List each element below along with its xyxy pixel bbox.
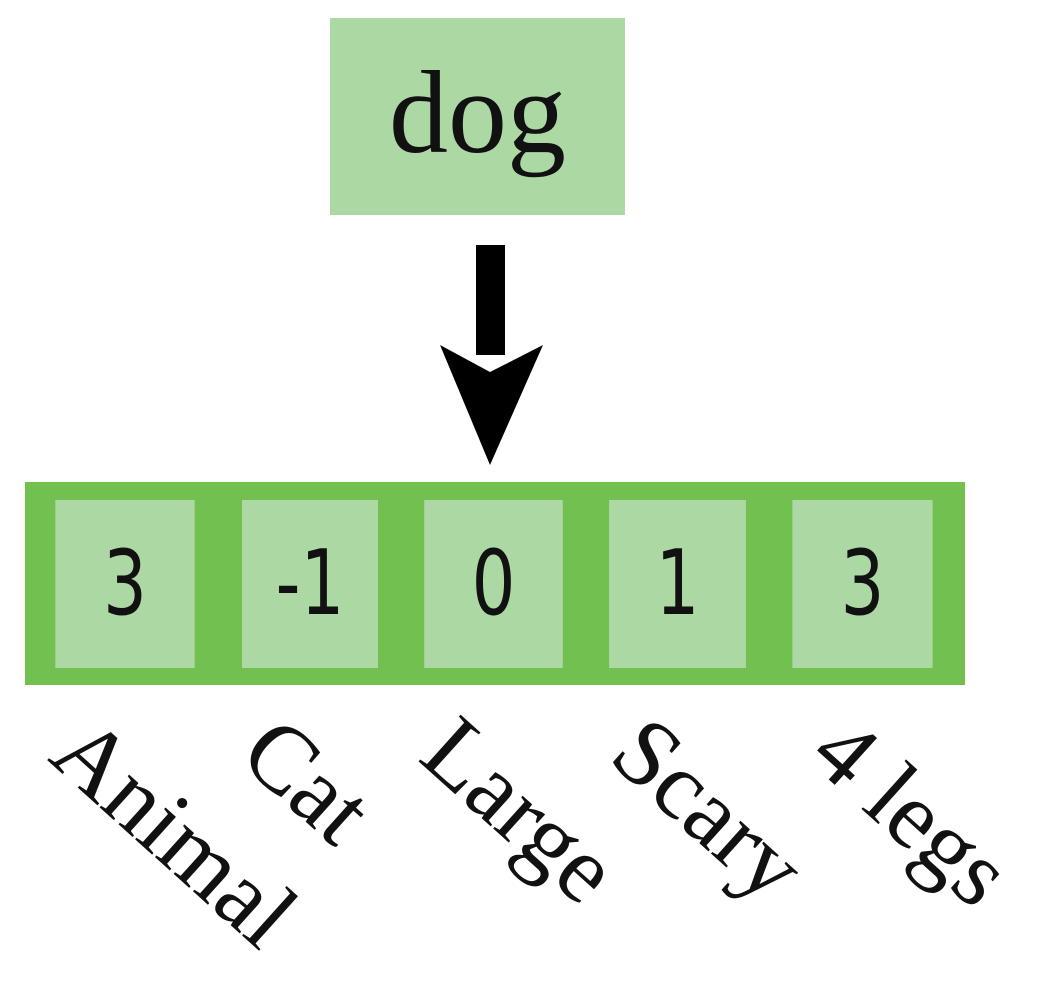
vector-cell: 3 bbox=[55, 500, 195, 668]
dimension-label: 4 legs bbox=[792, 695, 1033, 927]
input-word-box: dog bbox=[330, 18, 625, 215]
dimension-label: Large bbox=[402, 695, 640, 924]
input-word: dog bbox=[389, 47, 566, 178]
down-arrow-icon bbox=[440, 245, 543, 465]
vector-cell: -1 bbox=[242, 500, 378, 668]
vector-cell: 0 bbox=[424, 500, 563, 668]
embedding-vector: 3 -1 0 1 3 bbox=[25, 482, 965, 685]
dimension-label: Scary bbox=[592, 695, 827, 922]
vector-cell: 3 bbox=[792, 500, 933, 668]
vector-cell: 1 bbox=[609, 500, 746, 668]
